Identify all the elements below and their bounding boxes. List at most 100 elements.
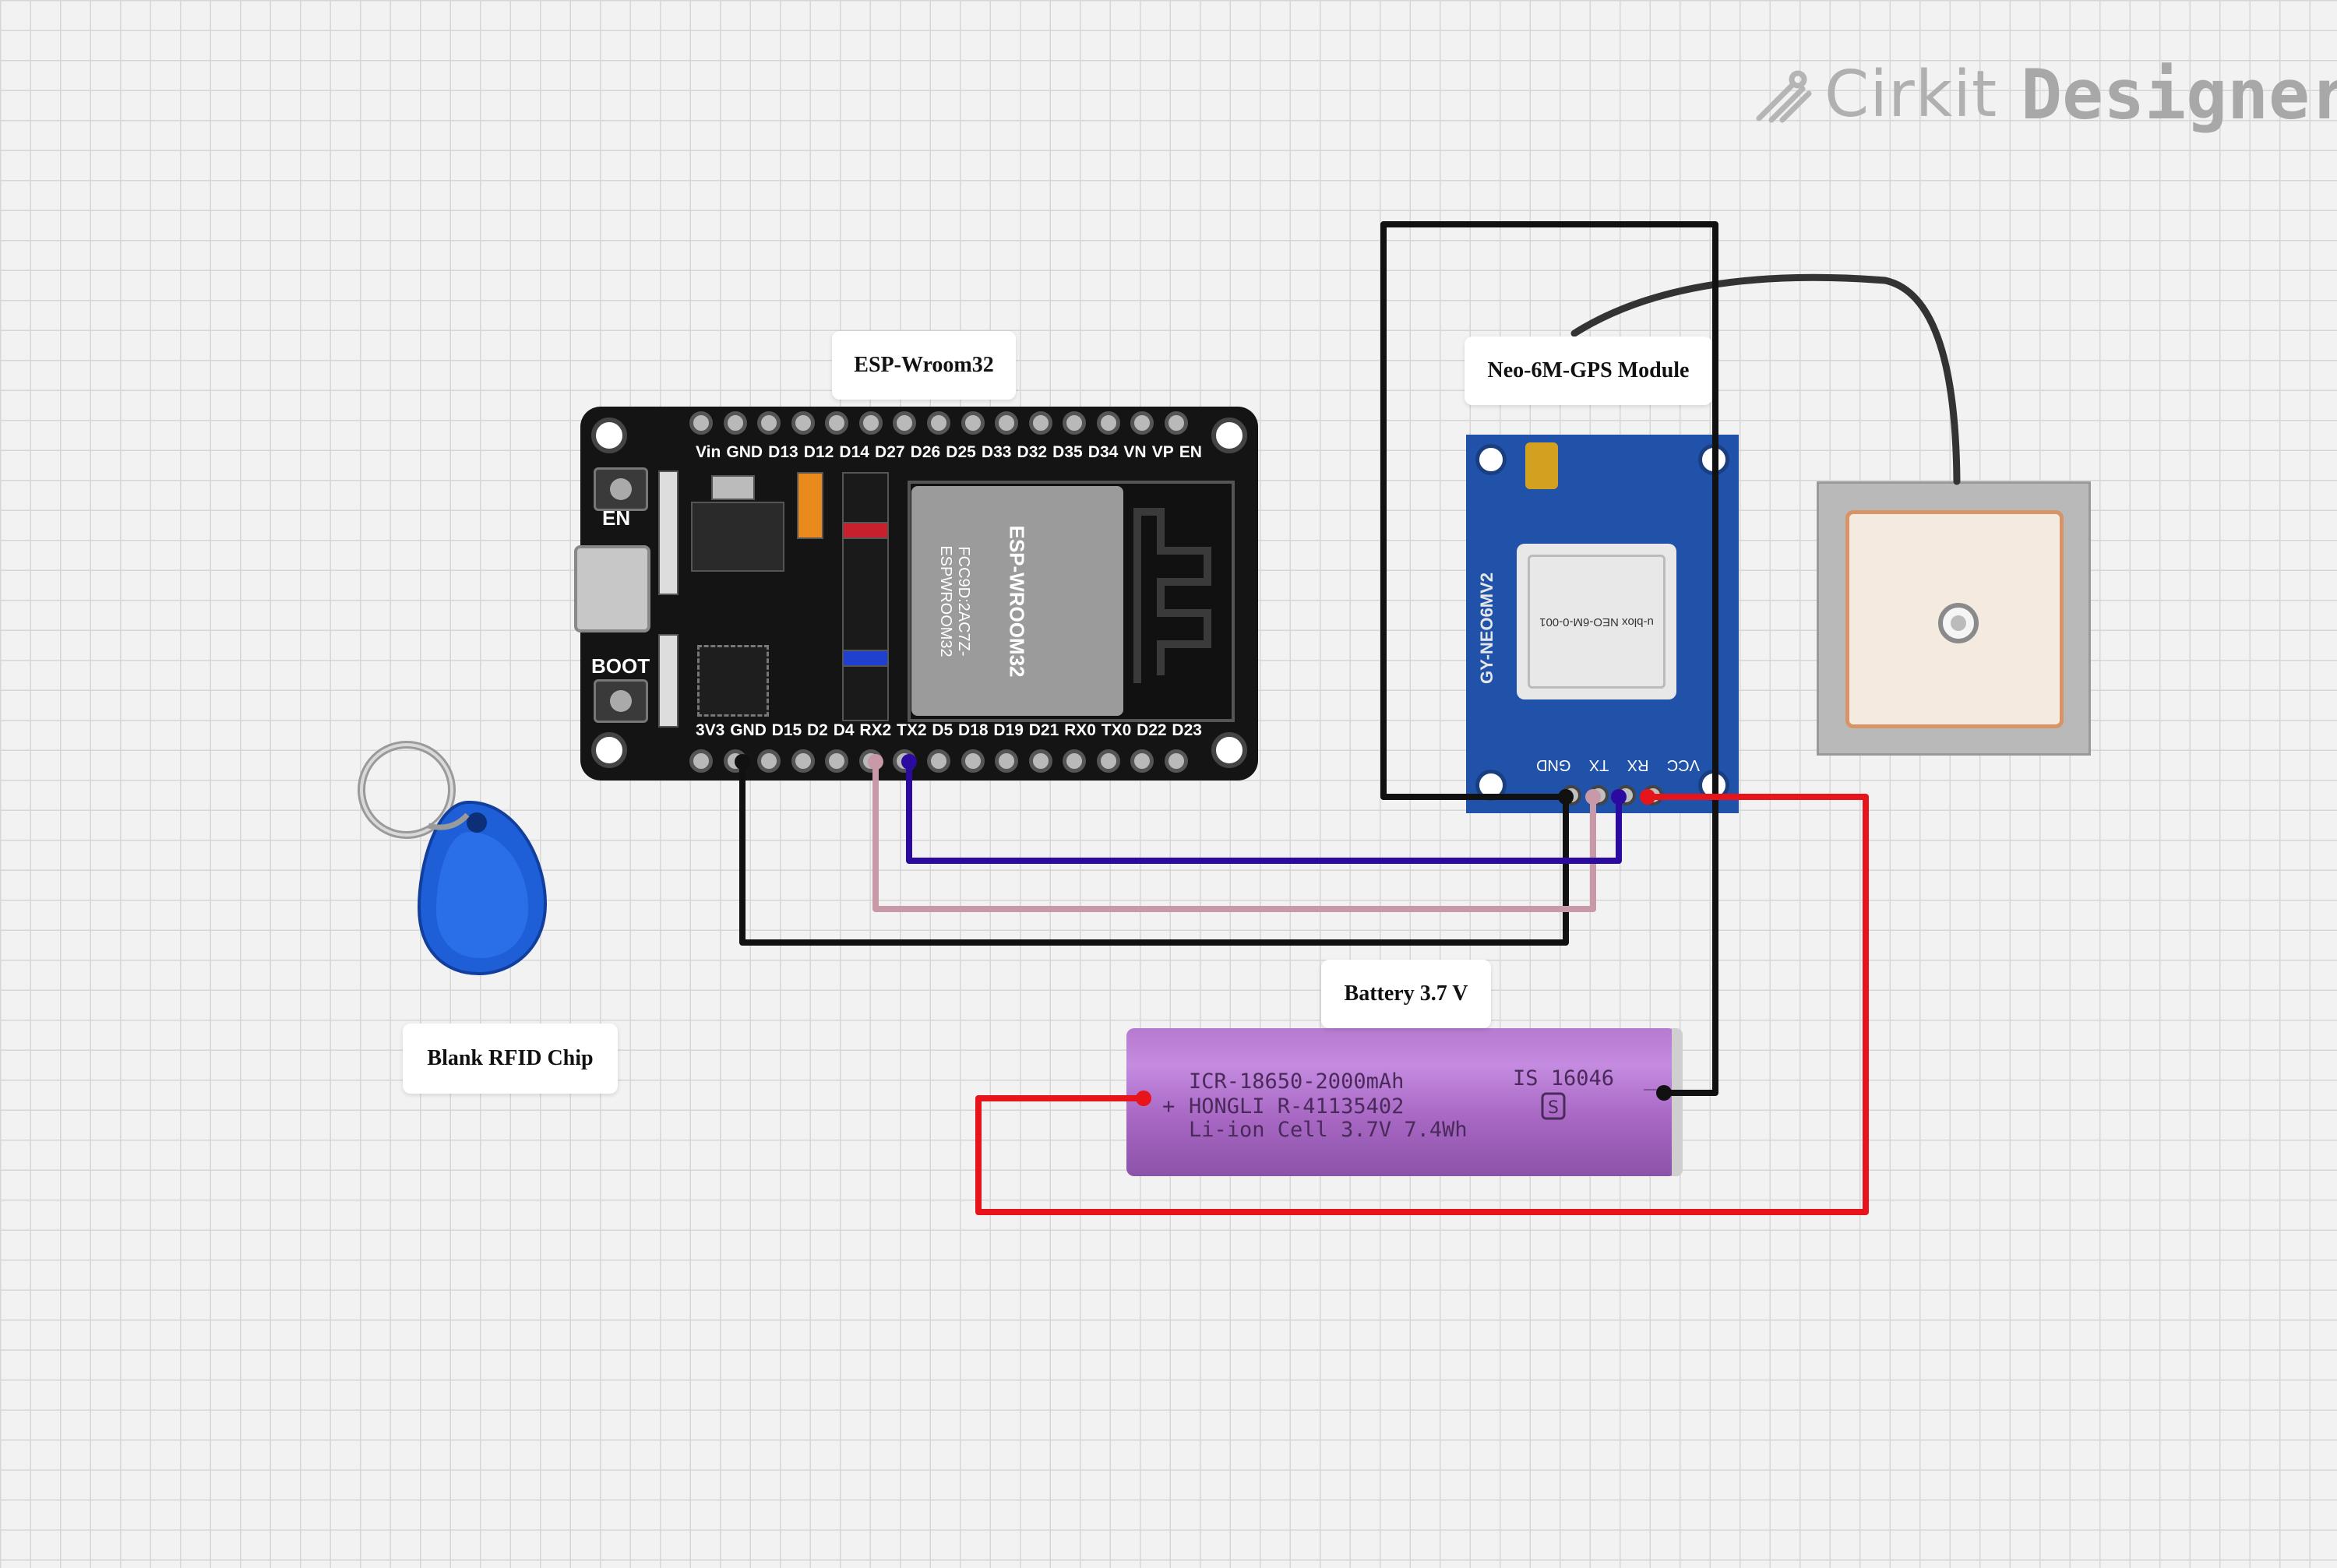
- pin-d34[interactable]: [1063, 411, 1087, 435]
- mount-hole: [1211, 418, 1247, 453]
- pin-vin[interactable]: [689, 411, 713, 435]
- wire-gnd-gps-to-battery[interactable]: [1380, 221, 1718, 1096]
- logo-text-cirkit: Cirkit: [1824, 58, 1998, 132]
- battery-text-line3: Li-ion Cell 3.7V 7.4Wh: [1189, 1118, 1468, 1142]
- pin-d15[interactable]: [757, 749, 781, 773]
- pin-d27[interactable]: [858, 411, 883, 435]
- pin-label: GND: [1536, 756, 1571, 773]
- wire-tx2-to-gps-rx[interactable]: [906, 762, 1622, 864]
- pin-d35[interactable]: [1028, 411, 1052, 435]
- top-pin-row: [689, 411, 1188, 439]
- pin-label: D35: [1052, 443, 1083, 461]
- led-resistor-column: [842, 472, 889, 721]
- pin-label: D25: [946, 443, 976, 461]
- pin-rx0[interactable]: [1063, 749, 1087, 773]
- wire-vcc-to-battery-plus[interactable]: [975, 794, 1869, 1215]
- cirkit-logo-icon: [1756, 70, 1812, 122]
- en-button-label: EN: [602, 506, 631, 530]
- neo6m-chip: u-blox NEO-6M-0-001: [1517, 544, 1676, 699]
- pin-label: D12: [803, 443, 834, 461]
- module-label: ESP-WROOM32: [1005, 525, 1029, 678]
- gps-pin-labels: VCC RX TX GND: [1536, 756, 1700, 773]
- pin-d23[interactable]: [1164, 749, 1188, 773]
- patch-element: [1845, 510, 2064, 728]
- resistor-array: [658, 470, 679, 595]
- pin-label: D27: [875, 443, 905, 461]
- pin-d13[interactable]: [757, 411, 781, 435]
- pin-d4[interactable]: [825, 749, 849, 773]
- pin-d2[interactable]: [791, 749, 815, 773]
- wire-rx2-to-gps-tx[interactable]: [872, 762, 1596, 912]
- neo6m-gps-module[interactable]: u-blox NEO-6M-0-001 GY-NEO6MV2 VCC RX TX…: [1466, 435, 1739, 813]
- pin-d19[interactable]: [995, 749, 1019, 773]
- board-label: GY-NEO6MV2: [1477, 572, 1496, 684]
- battery-standard-code: IS 16046: [1513, 1066, 1615, 1091]
- battery-text-line2: HONGLI R-41135402: [1189, 1094, 1405, 1119]
- resistor-array: [658, 634, 679, 728]
- pin-3v3[interactable]: [689, 749, 713, 773]
- pin-d14[interactable]: [825, 411, 849, 435]
- pin-label: D2: [807, 721, 828, 739]
- logo-text-designer: Designer: [2021, 55, 2337, 135]
- pin-label: D19: [993, 721, 1024, 739]
- pin-d12[interactable]: [791, 411, 815, 435]
- esp32-board[interactable]: Vin GND D13 D12 D14 D27 D26 D25 D33 D32 …: [574, 407, 1258, 780]
- pin-en[interactable]: [1164, 411, 1188, 435]
- mount-hole: [1475, 444, 1507, 475]
- en-button[interactable]: [594, 467, 648, 511]
- pin-d5[interactable]: [926, 749, 950, 773]
- pin-d18[interactable]: [961, 749, 985, 773]
- pin-vn[interactable]: [1096, 411, 1120, 435]
- battery-minus-sign: _: [1644, 1066, 1657, 1091]
- battery-label: Battery 3.7 V: [1321, 960, 1491, 1028]
- wire-gnd-esp-to-gps[interactable]: [739, 762, 1569, 946]
- boot-button-label: BOOT: [591, 654, 650, 678]
- gps-label: Neo-6M-GPS Module: [1465, 337, 1712, 405]
- module-shield: [911, 486, 1123, 716]
- capacitor: [797, 472, 823, 539]
- usb-uart-chip: [697, 645, 769, 717]
- feed-point-icon: [1938, 603, 1979, 643]
- gps-patch-antenna[interactable]: [1817, 481, 2091, 756]
- pin-label: 3V3: [696, 721, 725, 739]
- rfid-tag-hole: [467, 812, 487, 833]
- esp-label: ESP-Wroom32: [832, 331, 1016, 400]
- boot-button[interactable]: [594, 679, 648, 723]
- cirkit-designer-logo: Cirkit Designer: [1753, 55, 2337, 135]
- pin-label: D13: [768, 443, 798, 461]
- bis-mark-icon: S: [1541, 1092, 1566, 1120]
- mount-hole: [1211, 732, 1247, 768]
- gps-antenna-cable: [1570, 273, 1961, 485]
- red-led: [842, 522, 889, 539]
- pin-d26[interactable]: [893, 411, 917, 435]
- pin-label: D5: [932, 721, 953, 739]
- rfid-keyfob[interactable]: [351, 740, 584, 1020]
- pin-d21[interactable]: [1028, 749, 1052, 773]
- pin-d32[interactable]: [995, 411, 1019, 435]
- pin-gnd-top[interactable]: [723, 411, 747, 435]
- pin-d33[interactable]: [961, 411, 985, 435]
- pin-label: D14: [839, 443, 869, 461]
- junction-battery-minus: [1656, 1085, 1672, 1101]
- antenna-connector: [1525, 442, 1558, 489]
- pin-label: EN: [1179, 443, 1202, 461]
- top-pin-labels: Vin GND D13 D12 D14 D27 D26 D25 D33 D32 …: [696, 443, 1202, 462]
- battery-terminal-cap: [1672, 1028, 1683, 1176]
- pin-d25[interactable]: [926, 411, 950, 435]
- battery-18650[interactable]: ICR-18650-2000mAh + HONGLI R-41135402 Li…: [1126, 1028, 1683, 1176]
- pin-vp[interactable]: [1130, 411, 1154, 435]
- pin-label: D23: [1172, 721, 1202, 739]
- module-fcc-id: FCC9D:2AC7Z-ESPWROOM32: [937, 545, 972, 657]
- mount-hole: [591, 418, 627, 453]
- rfid-label: Blank RFID Chip: [403, 1024, 618, 1094]
- junction-gps-gnd: [1558, 789, 1574, 805]
- pin-tx0[interactable]: [1096, 749, 1120, 773]
- pin-label: GND: [730, 721, 767, 739]
- regulator-tab: [711, 475, 755, 500]
- pin-d22[interactable]: [1130, 749, 1154, 773]
- ring-link: [428, 812, 470, 830]
- mount-hole: [591, 732, 627, 768]
- pin-label: D18: [958, 721, 989, 739]
- junction-gps-rx: [1611, 789, 1627, 805]
